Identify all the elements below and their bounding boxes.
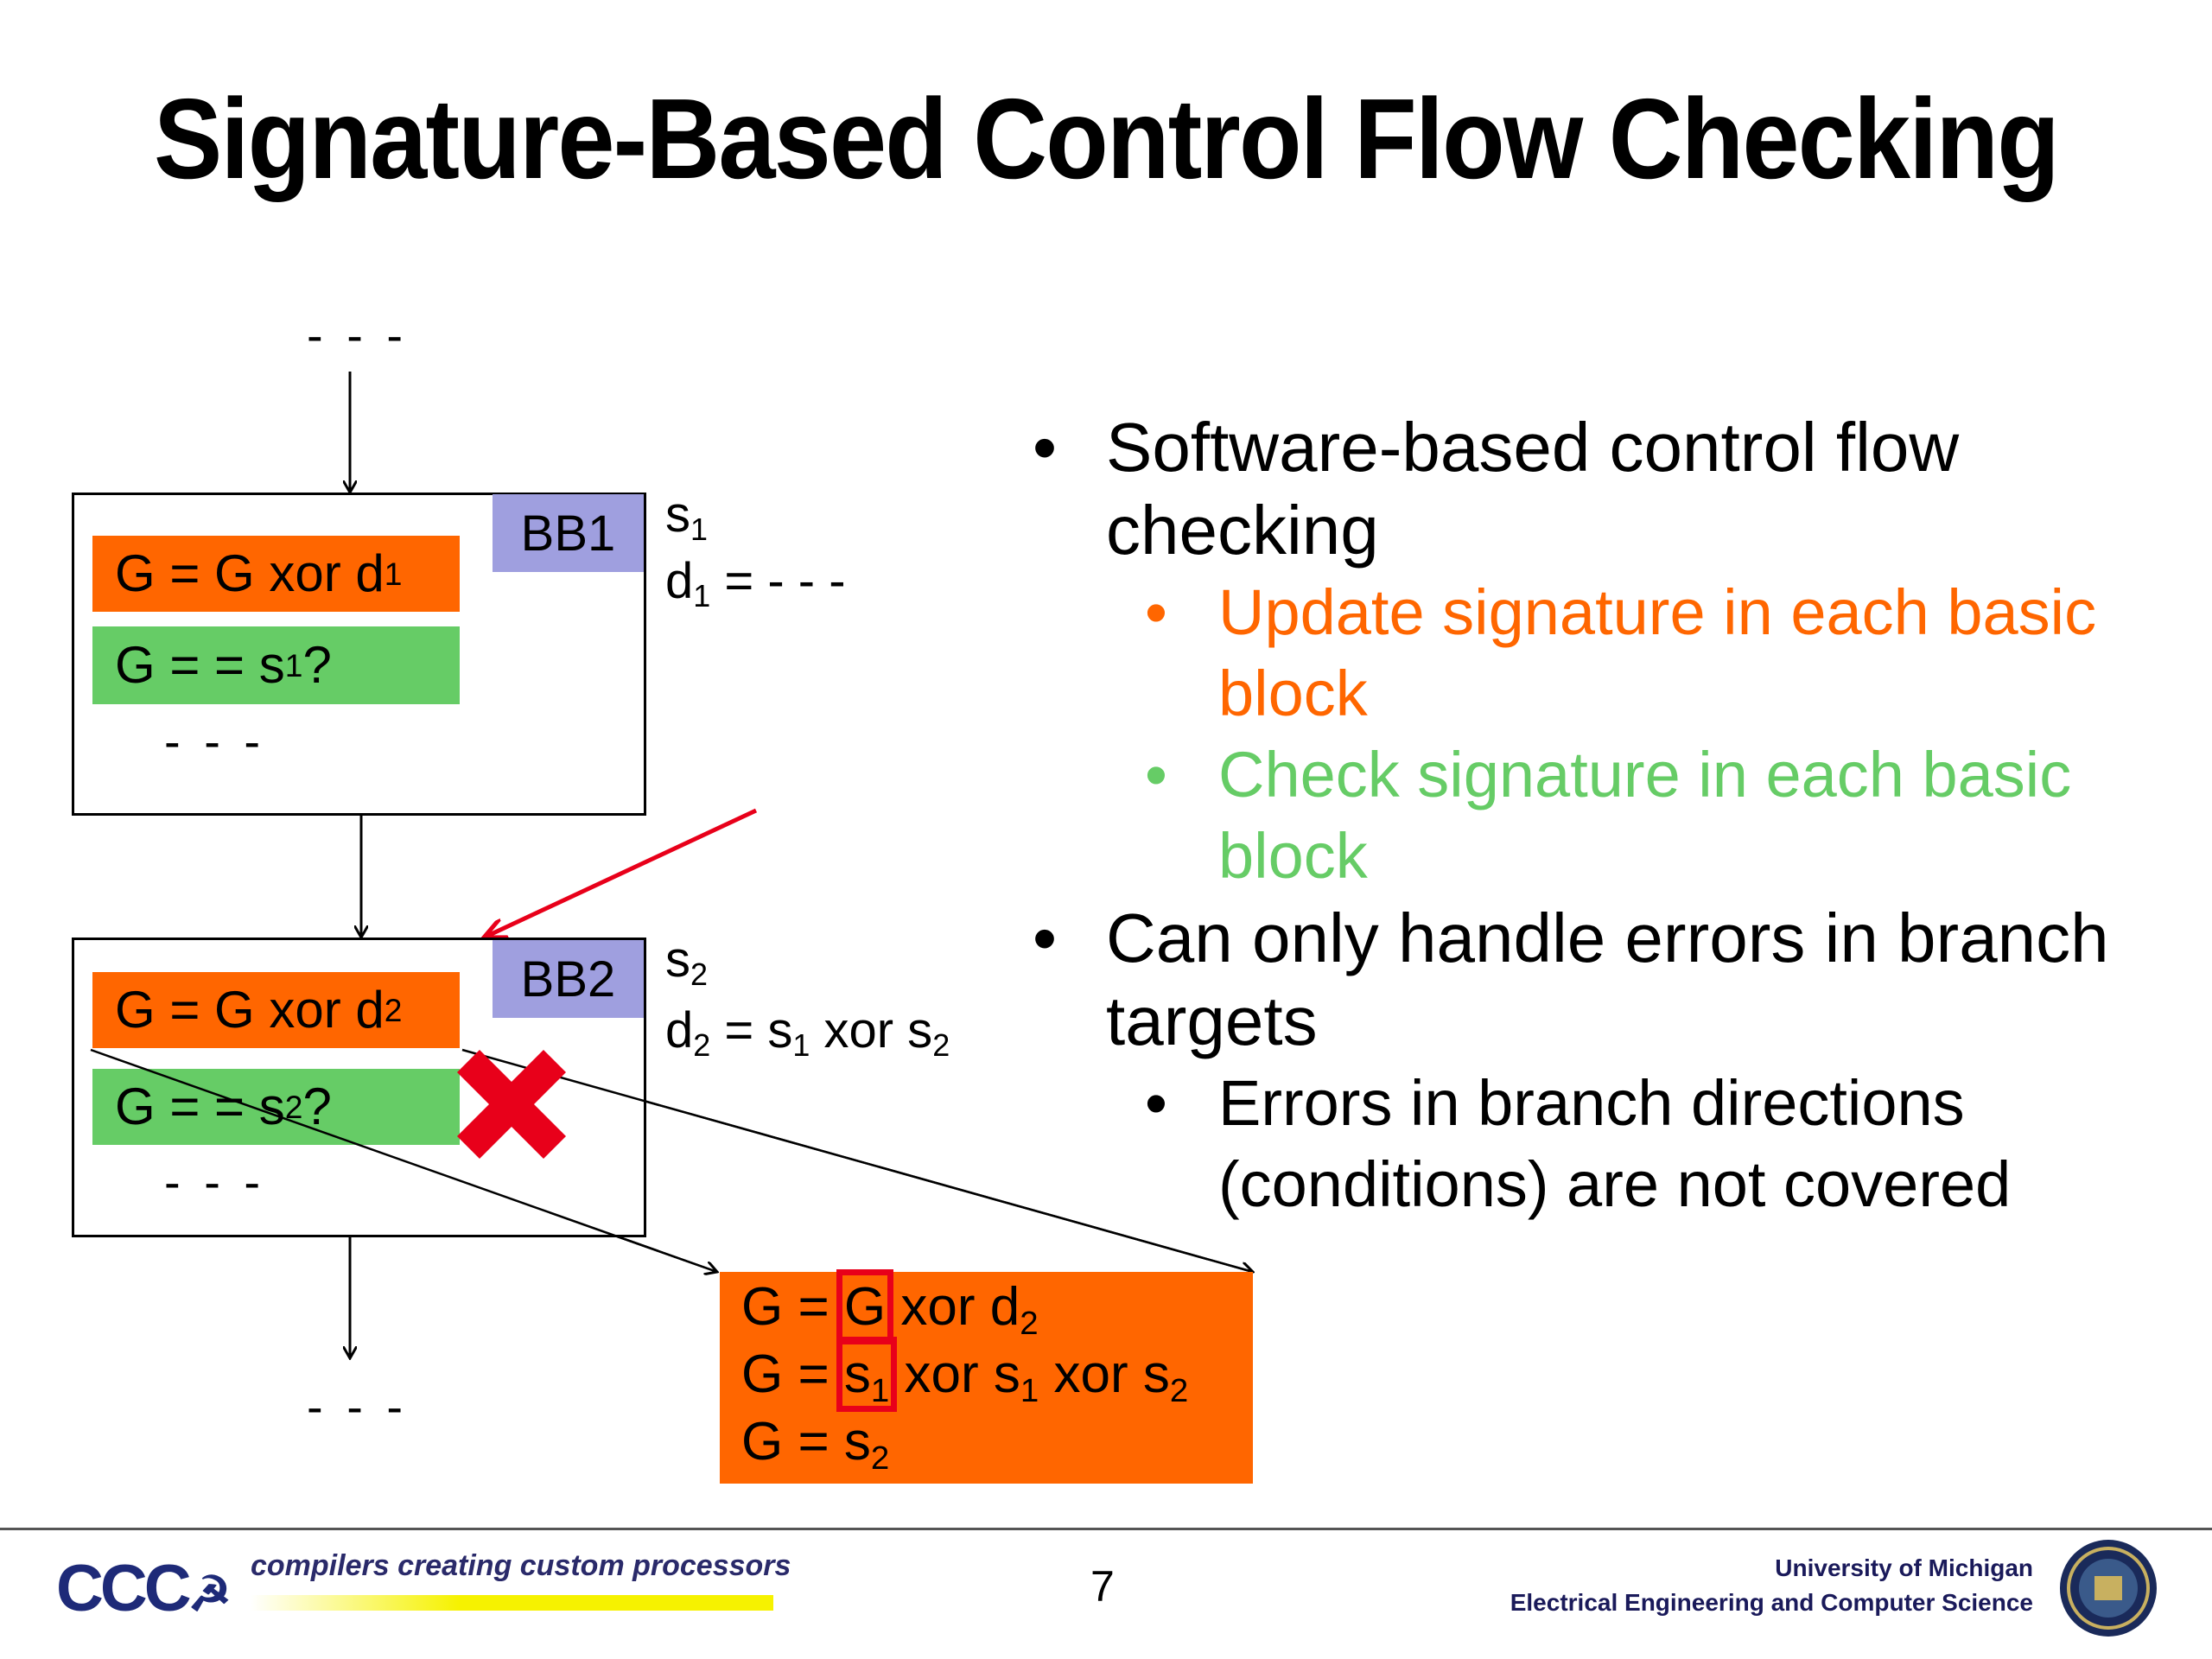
tagline-highlight-bar bbox=[251, 1595, 773, 1611]
bb1-difference: d1 = - - - bbox=[665, 553, 846, 614]
tagline: compilers creating custom processors bbox=[251, 1549, 791, 1582]
bullet-software-checking: •Software-based control flow checking bbox=[1033, 409, 1960, 569]
bb1-signature: s1 bbox=[665, 486, 708, 548]
expansion-line-1: G = G xor d2 bbox=[741, 1269, 1039, 1344]
bb1-dashes: - - - bbox=[164, 714, 266, 768]
highlight-s1: s1 bbox=[836, 1337, 898, 1412]
subbullet-branch-directions: •Errors in branch directions (conditions… bbox=[1145, 1067, 2012, 1220]
university-name: University of Michigan bbox=[1775, 1554, 2033, 1581]
expansion-line-3: G = s2 bbox=[741, 1412, 890, 1477]
footer-divider bbox=[0, 1528, 2212, 1530]
bb2-label: BB2 bbox=[493, 940, 644, 1018]
expansion-line-2: G = s1 xor s1 xor s2 bbox=[741, 1337, 1189, 1412]
entry-dashes: - - - bbox=[307, 308, 409, 362]
subbullet-check: •Check signature in each basic block bbox=[1145, 739, 2072, 892]
bb2-signature: s2 bbox=[665, 931, 708, 993]
university-seal-icon bbox=[2060, 1540, 2157, 1637]
error-arrow bbox=[484, 808, 758, 938]
exit-dashes: - - - bbox=[307, 1379, 409, 1433]
page-number: 7 bbox=[1090, 1562, 1115, 1611]
bb2-difference: d2 = s1 xor s2 bbox=[665, 1002, 950, 1064]
ccc-logo: CCC☭ bbox=[56, 1552, 232, 1625]
bb2-dashes: - - - bbox=[164, 1154, 266, 1209]
bullet-list: •Software-based control flow checking •U… bbox=[1033, 406, 2182, 1225]
error-x-icon bbox=[457, 1050, 566, 1159]
department-name: Electrical Engineering and Computer Scie… bbox=[1510, 1589, 2033, 1616]
slide-title: Signature-Based Control Flow Checking bbox=[153, 75, 2060, 202]
expansion-box bbox=[720, 1272, 1253, 1484]
bb1-label: BB1 bbox=[493, 494, 644, 572]
highlight-g: G bbox=[836, 1269, 894, 1344]
subbullet-update: •Update signature in each basic block bbox=[1145, 576, 2097, 729]
bullet-branch-targets: •Can only handle errors in branch target… bbox=[1033, 899, 2109, 1059]
